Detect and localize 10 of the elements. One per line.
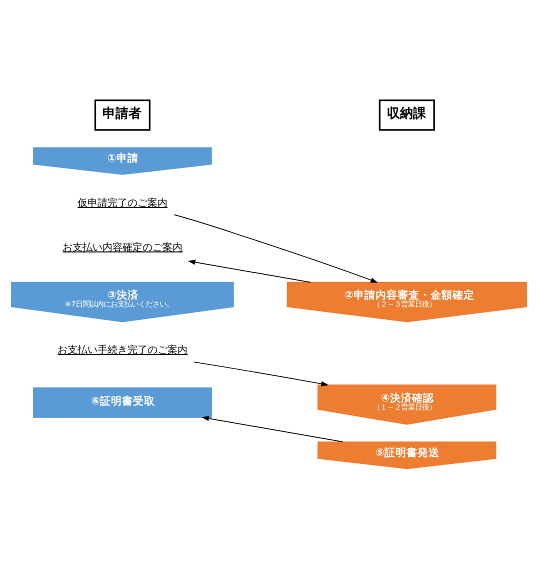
node-text: 仮申請完了のご案内 (78, 198, 168, 209)
node-text: お支払い手続き完了のご案内 (58, 345, 188, 356)
node-text: お支払い内容確定のご案内 (62, 242, 183, 254)
node-box: ⑥証明書受取 (33, 387, 212, 418)
arrow (194, 362, 329, 386)
arrow (202, 416, 344, 442)
arrow (174, 214, 378, 283)
arrow (188, 260, 311, 283)
node-box: 申請者 (94, 99, 150, 131)
node-box: 収納課 (378, 99, 435, 131)
